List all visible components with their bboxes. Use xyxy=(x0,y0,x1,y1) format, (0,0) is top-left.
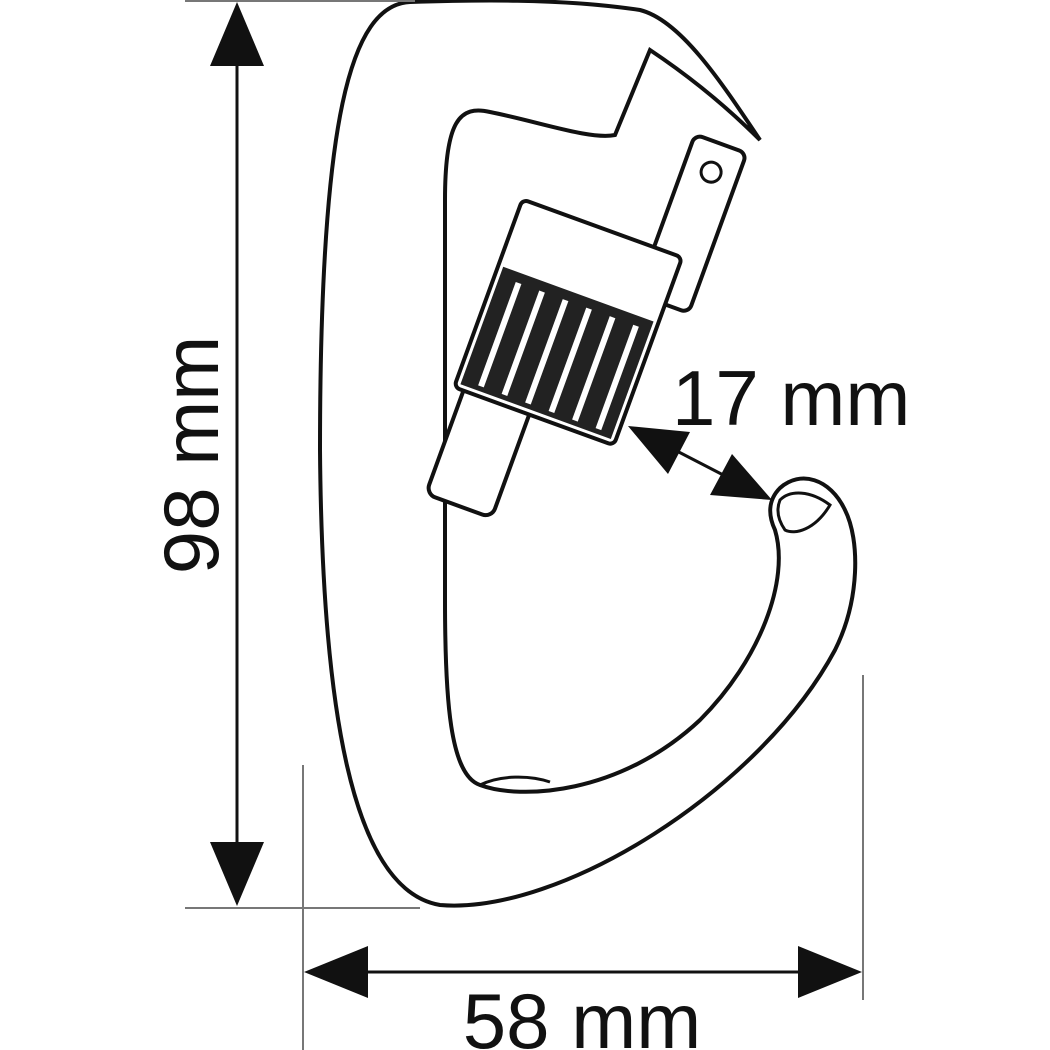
arrow-downright-icon xyxy=(710,454,772,500)
arrow-down-icon xyxy=(210,842,264,906)
knurl-ribs xyxy=(478,281,639,431)
carabiner-outer-outline xyxy=(317,0,858,908)
gate xyxy=(426,134,747,518)
arrow-upleft-icon xyxy=(628,426,690,474)
arrow-left-icon xyxy=(304,946,368,998)
nose-hook xyxy=(776,491,832,534)
gate-opening-label: 17 mm xyxy=(672,354,910,442)
inner-bottom-seam xyxy=(479,775,551,787)
width-label: 58 mm xyxy=(463,977,701,1050)
arrow-up-icon xyxy=(210,2,264,66)
frame-seam xyxy=(613,49,652,136)
arrow-right-icon xyxy=(798,946,862,998)
height-label: 98 mm xyxy=(147,336,235,574)
gate-pin-hole xyxy=(699,160,723,184)
